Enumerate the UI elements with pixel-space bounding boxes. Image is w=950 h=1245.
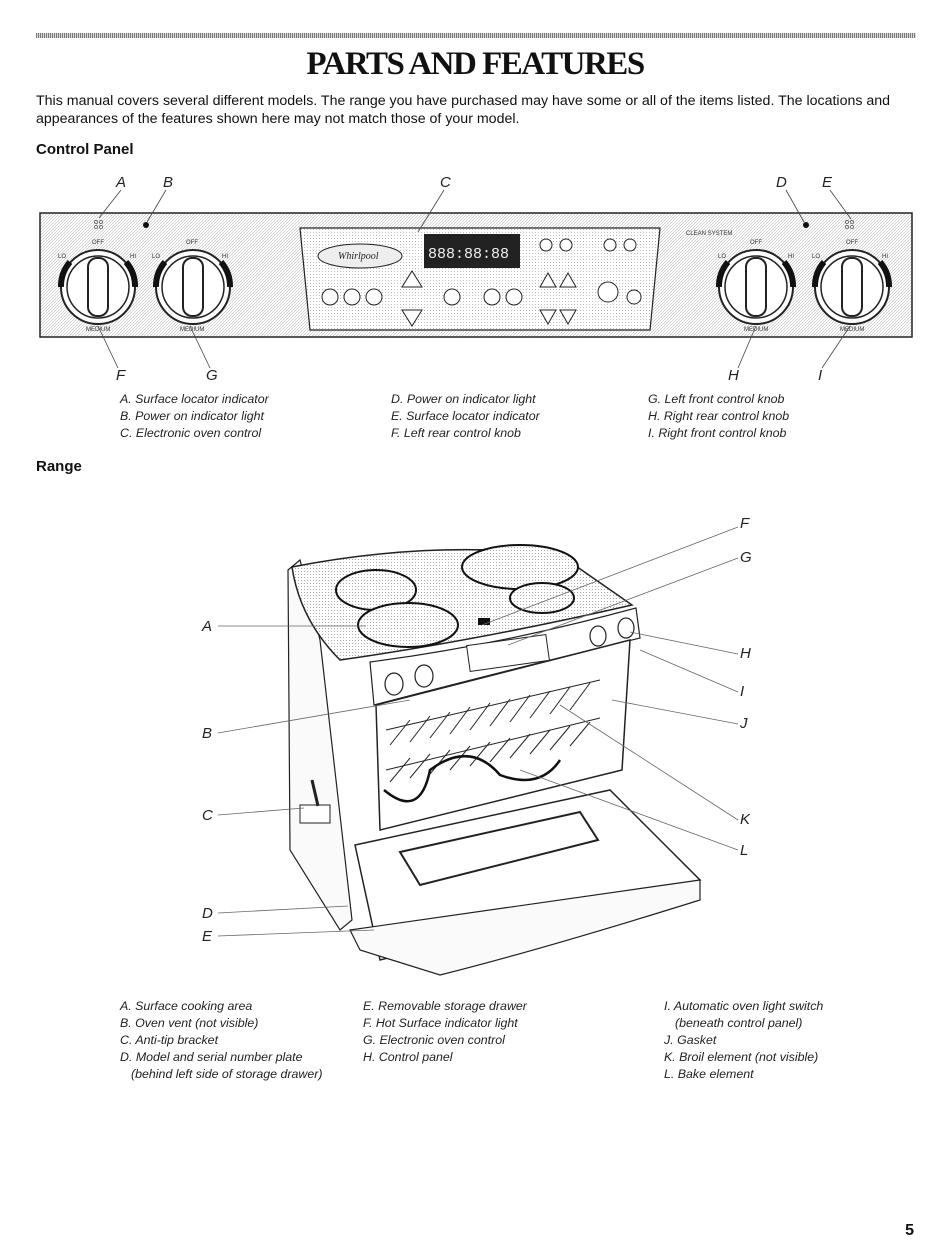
legend-item: F. Hot Surface indicator light: [363, 1016, 518, 1030]
svg-text:OFF: OFF: [92, 240, 104, 246]
legend-item: H. Right rear control knob: [648, 409, 790, 423]
svg-text:LO: LO: [152, 254, 160, 260]
range-callout-g: G: [740, 549, 752, 566]
range-oven-display: [466, 633, 550, 673]
svg-text:HI: HI: [882, 254, 888, 260]
legend-item: H. Control panel: [363, 1050, 453, 1064]
cp-callout-d: D: [776, 174, 787, 191]
legend-item-continuation: (beneath control panel): [675, 1016, 803, 1030]
range-callout-c: C: [202, 807, 213, 824]
range-legend-col-3: I. Automatic oven light switch (beneath …: [664, 998, 823, 1083]
brand-badge: [317, 243, 403, 269]
svg-text:HI: HI: [222, 254, 228, 260]
range-heading: Range: [36, 458, 82, 475]
cp-callout-f: F: [116, 367, 126, 384]
surface-locator-right: [845, 220, 854, 229]
svg-text:MEDIUM: MEDIUM: [840, 327, 864, 333]
legend-item: I. Automatic oven light switch: [664, 999, 824, 1013]
page-number: 5: [905, 1222, 914, 1239]
svg-text:LO: LO: [718, 254, 726, 260]
cp-callout-b: B: [163, 174, 173, 191]
range-callout-e: E: [202, 928, 213, 945]
legend-item-continuation: (behind left side of storage drawer): [131, 1067, 323, 1081]
legend-item: E. Removable storage drawer: [363, 999, 527, 1013]
legend-item: B. Oven vent (not visible): [120, 1016, 259, 1030]
right-rear-knob: [716, 249, 796, 325]
anti-tip-bracket: [299, 779, 331, 824]
legend-item: J. Gasket: [664, 1033, 717, 1047]
legend-item: K. Broil element (not visible): [664, 1050, 819, 1064]
oven-racks: [385, 679, 601, 783]
legend-item: G. Left front control knob: [648, 392, 785, 406]
control-panel-legend-col-2: D. Power on indicator light E. Surface l…: [391, 391, 540, 442]
range-callout-l: L: [740, 842, 748, 859]
door-window: [398, 810, 600, 887]
oven-display: [424, 234, 520, 268]
cp-callout-g: G: [206, 367, 218, 384]
control-panel-legend-col-1: A. Surface locator indicator B. Power on…: [120, 391, 269, 442]
range-diagram: A B C D E F G H I J K L: [201, 515, 752, 976]
power-on-light-left: [143, 222, 149, 228]
range-callout-d: D: [202, 905, 213, 922]
page-title: PARTS AND FEATURES: [306, 46, 645, 82]
range-knobs: [384, 617, 635, 696]
surface-burners: [335, 544, 579, 648]
brand-logo: Whirlpool: [338, 251, 379, 262]
right-front-knob: [812, 249, 892, 325]
svg-text:OFF: OFF: [846, 240, 858, 246]
cp-callout-h: H: [728, 367, 739, 384]
legend-item: D. Model and serial number plate: [120, 1050, 303, 1064]
svg-text:LO: LO: [812, 254, 820, 260]
legend-item: F. Left rear control knob: [391, 426, 521, 440]
top-rule: [36, 33, 916, 38]
range-callout-i: I: [740, 683, 744, 700]
legend-item: C. Electronic oven control: [120, 426, 262, 440]
cp-callout-a: A: [115, 174, 126, 191]
control-buttons: [321, 238, 642, 327]
range-callout-j: J: [739, 715, 748, 732]
range-callout-a: A: [201, 618, 212, 635]
left-rear-knob: [58, 249, 138, 325]
legend-item: L. Bake element: [664, 1067, 754, 1081]
range-leader-lines: [217, 526, 739, 937]
storage-drawer: [349, 879, 701, 976]
clean-system-label: CLEAN SYSTEM: [686, 231, 732, 237]
control-panel-heading: Control Panel: [36, 141, 134, 158]
cp-callout-e: E: [822, 174, 833, 191]
svg-text:HI: HI: [788, 254, 794, 260]
bake-element: [383, 755, 562, 803]
range-legend-col-2: E. Removable storage drawer F. Hot Surfa…: [363, 998, 527, 1066]
range-callout-f: F: [740, 515, 750, 532]
legend-item: A. Surface cooking area: [120, 999, 253, 1013]
svg-text:LO: LO: [58, 254, 66, 260]
legend-item: E. Surface locator indicator: [391, 409, 540, 423]
range-legend-col-1: A. Surface cooking area B. Oven vent (no…: [120, 998, 322, 1083]
legend-item: A. Surface locator indicator: [120, 392, 269, 406]
display-digits: 888:88:88: [428, 246, 509, 263]
svg-text:MEDIUM: MEDIUM: [86, 327, 110, 333]
surface-locator-left: [94, 220, 103, 229]
legend-item: B. Power on indicator light: [120, 409, 264, 423]
intro-paragraph: This manual covers several different mod…: [36, 93, 891, 127]
power-on-light-right: [803, 222, 809, 228]
legend-item: D. Power on indicator light: [391, 392, 536, 406]
range-callout-b: B: [202, 725, 212, 742]
control-panel-diagram: Whirlpool 888:88:88 CLEAN SYSTEM: [39, 174, 913, 384]
legend-item: C. Anti-tip bracket: [120, 1033, 219, 1047]
leader-lines: [97, 189, 852, 369]
legend-item: G. Electronic oven control: [363, 1033, 505, 1047]
svg-text:MEDIUM: MEDIUM: [744, 327, 768, 333]
svg-text:OFF: OFF: [186, 240, 198, 246]
range-left-side: [287, 558, 353, 931]
cp-callout-c: C: [440, 174, 451, 191]
cp-callout-i: I: [818, 367, 822, 384]
legend-item: I. Right front control knob: [648, 426, 787, 440]
svg-text:OFF: OFF: [750, 240, 762, 246]
range-callout-h: H: [740, 645, 751, 662]
left-front-knob: [153, 249, 233, 325]
control-panel-legend-col-3: G. Left front control knob H. Right rear…: [648, 391, 789, 442]
svg-text:HI: HI: [130, 254, 136, 260]
range-callout-k: K: [740, 811, 751, 828]
hot-surface-light: [478, 618, 490, 625]
